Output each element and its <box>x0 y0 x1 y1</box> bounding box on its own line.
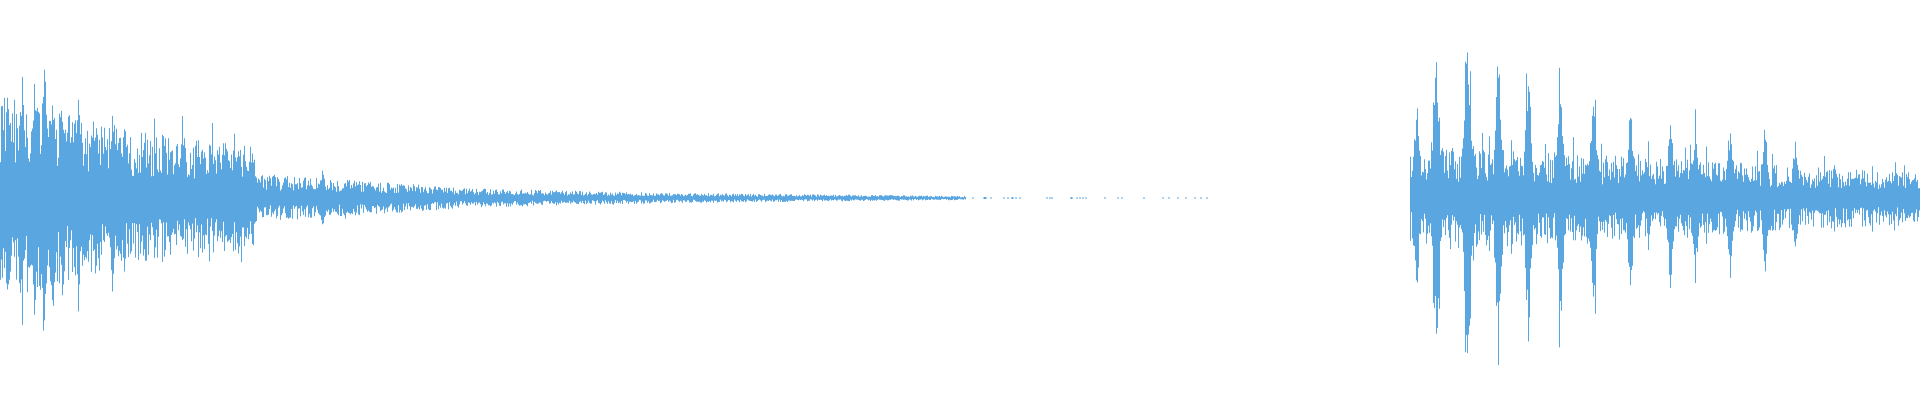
waveform-trace <box>0 52 1920 365</box>
waveform-bars <box>0 52 1920 365</box>
waveform-tail-dots <box>972 197 1208 199</box>
